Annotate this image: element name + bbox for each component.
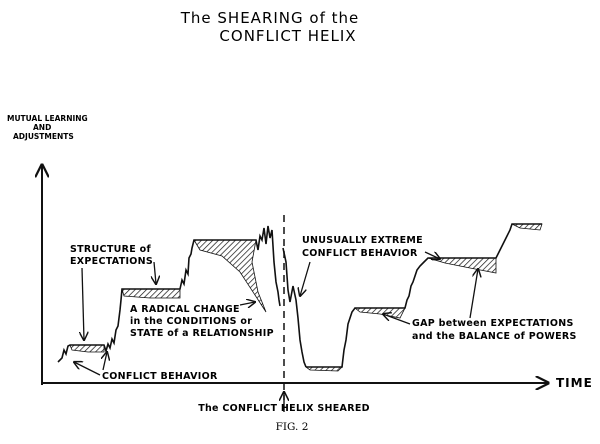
gap-hatch-6 <box>427 257 497 274</box>
y-axis-label-line-2: AND <box>33 123 51 132</box>
y-axis-label-line-3: ADJUSTMENTS <box>13 132 74 141</box>
conflict-behavior-pointer-2 <box>103 352 107 371</box>
gap-hatch-1 <box>69 344 105 353</box>
x-axis-label: TIME <box>556 376 593 390</box>
label-gap-line-2: and the BALANCE of POWERS <box>412 331 577 342</box>
structure-pointer-1 <box>82 267 84 340</box>
label-structure-line-2: EXPECTATIONS <box>70 256 153 267</box>
label-radical-change-line-2: in the CONDITIONS or <box>130 316 252 327</box>
shear-drop-curve <box>282 247 307 368</box>
conflict-helix-curve-left <box>57 225 281 363</box>
gap-pointer-2 <box>469 269 478 319</box>
gap-hatch-7 <box>511 223 543 231</box>
label-extreme-line-2: CONFLICT BEHAVIOR <box>302 248 418 259</box>
gap-hatch-2 <box>121 288 181 299</box>
structure-pointer-2 <box>154 261 156 284</box>
title-line-1: The SHEARING of the <box>180 9 360 27</box>
conflict-behavior-pointer-1 <box>74 362 101 376</box>
label-conflict-behavior: CONFLICT BEHAVIOR <box>102 371 218 382</box>
label-radical-change-line-1: A RADICAL CHANGE <box>130 304 240 315</box>
y-axis-label-line-1: MUTUAL LEARNING <box>7 114 88 123</box>
extreme-pointer-1 <box>300 261 311 296</box>
extreme-pointer-2 <box>424 251 440 259</box>
gap-hatch-5 <box>353 307 406 319</box>
conflict-helix-curve-right <box>306 223 542 368</box>
gap-pointer-1 <box>383 314 411 325</box>
label-gap-line-1: GAP between EXPECTATIONS <box>412 318 574 329</box>
label-radical-change-line-3: STATE of a RELATIONSHIP <box>130 328 274 339</box>
gap-hatch-3 <box>193 239 267 313</box>
figure-caption: FIG. 2 <box>276 421 309 433</box>
label-helix-sheared: The CONFLICT HELIX SHEARED <box>198 403 370 414</box>
radical-change-pointer <box>239 302 255 305</box>
title-line-2: CONFLICT HELIX <box>219 27 356 45</box>
label-structure-line-1: STRUCTURE of <box>70 244 151 255</box>
label-extreme-line-1: UNUSUALLY EXTREME <box>302 235 423 246</box>
